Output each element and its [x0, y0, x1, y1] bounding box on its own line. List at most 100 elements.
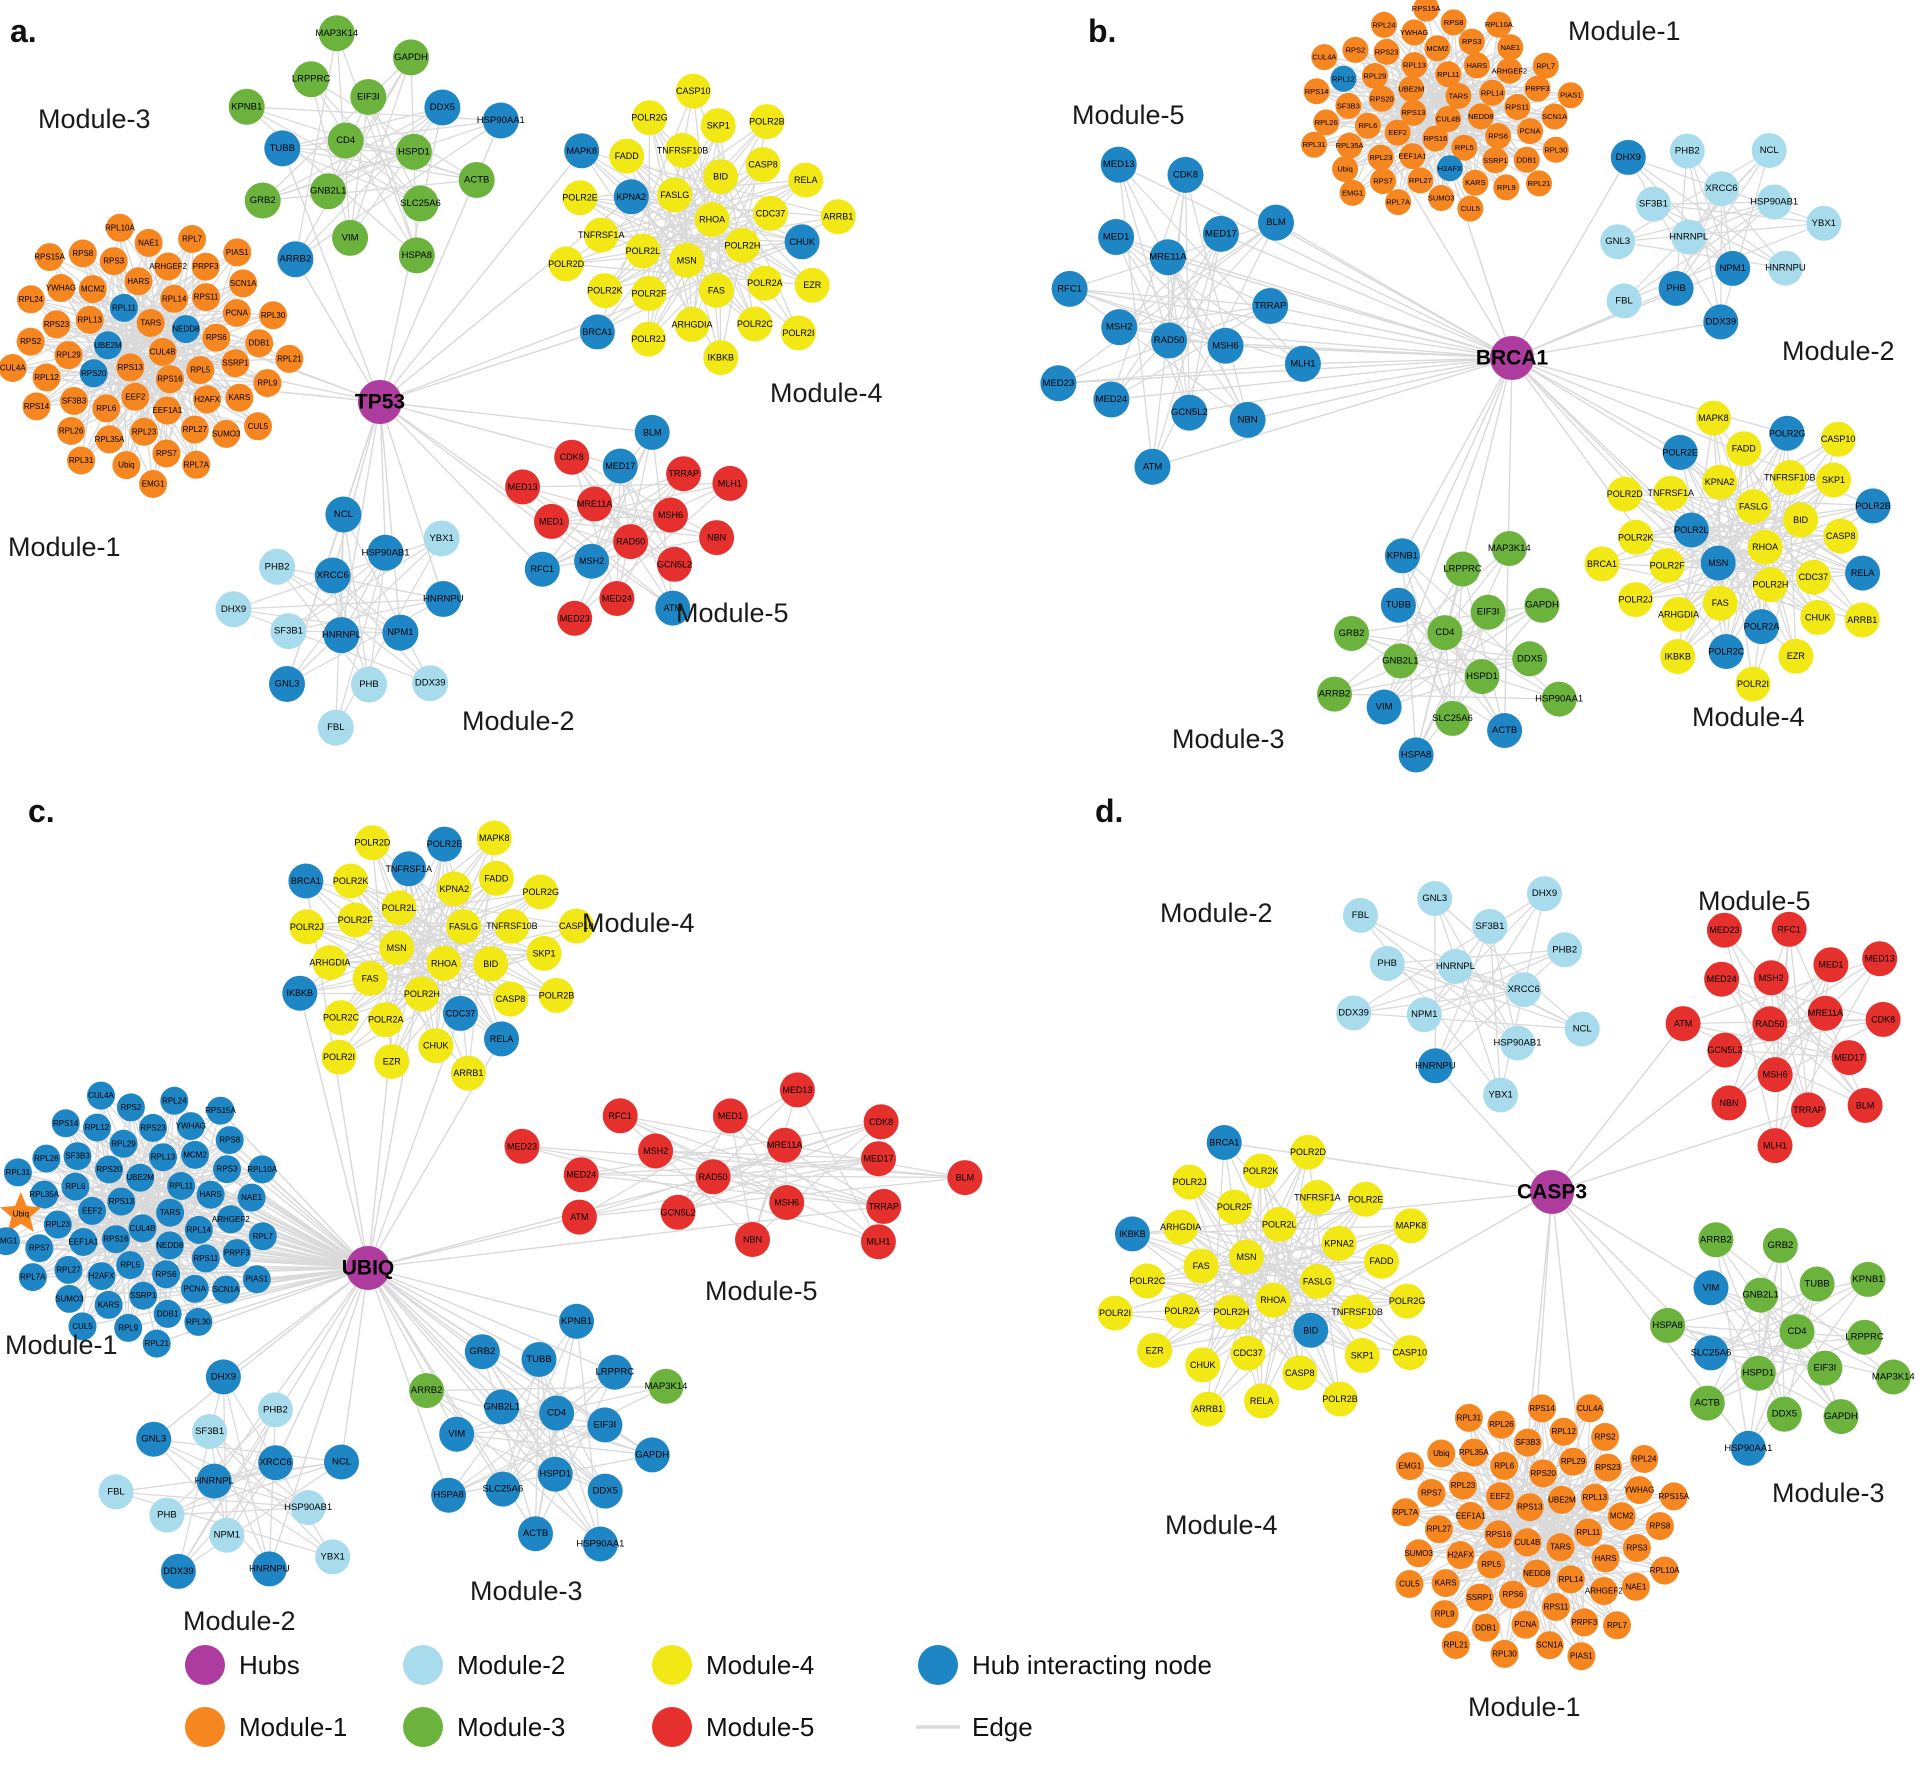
- edge: [1398, 604, 1560, 700]
- node-rps20: [95, 1155, 124, 1184]
- node-label: RPL24: [19, 295, 44, 304]
- node-arhgef2: [1496, 57, 1523, 84]
- edge: [1715, 1239, 1842, 1417]
- node-ncl: [324, 1444, 359, 1480]
- node-label: RPL23: [1369, 153, 1392, 162]
- node-fbl: [98, 1474, 134, 1510]
- node-label: XRCC6: [259, 1457, 291, 1468]
- node-hsp90ab1: [1500, 1025, 1535, 1061]
- node-polr2c: [1129, 1263, 1165, 1299]
- edge: [538, 1359, 601, 1545]
- node-rela: [1845, 555, 1881, 591]
- node-npm1: [1406, 997, 1442, 1033]
- node-ikbkb: [703, 340, 739, 376]
- edge: [1707, 1336, 1865, 1404]
- node-label: ARHGEF2: [1492, 66, 1527, 75]
- node-label: GCN5L2: [1707, 1045, 1742, 1055]
- node-label: TNFRSF10B: [1331, 1307, 1383, 1317]
- edge: [178, 1461, 342, 1572]
- node-label: RPL6: [96, 404, 117, 413]
- node-rps15a: [1659, 1482, 1688, 1511]
- edge: [1434, 949, 1566, 1067]
- edge: [1724, 1018, 1884, 1051]
- edge: [1675, 150, 1770, 289]
- node-hnrnpu: [1417, 1048, 1453, 1084]
- node-mlh1: [1757, 1128, 1793, 1164]
- node-hnrnpu: [1767, 250, 1803, 286]
- hub-edge: [294, 258, 381, 403]
- node-label: MLH1: [866, 1237, 890, 1247]
- node-label: VIM: [1376, 702, 1393, 713]
- edge: [349, 57, 412, 239]
- hub-edge: [142, 1227, 369, 1269]
- node-nedd8: [155, 1231, 184, 1260]
- node-ywhag: [1401, 19, 1428, 46]
- node-hspa8: [398, 237, 435, 274]
- edge: [166, 1461, 342, 1516]
- edge: [1260, 1170, 1301, 1373]
- node-rpl23: [130, 417, 159, 446]
- node-label: MSN: [387, 943, 407, 953]
- module-label-module-3: Module-3: [1772, 1478, 1885, 1508]
- node-label: PHB2: [1675, 146, 1700, 157]
- node-label: MSH2: [1759, 973, 1784, 983]
- node-label: Ubiq: [1337, 165, 1352, 174]
- node-label: DDX39: [1338, 1007, 1369, 1018]
- edge: [342, 514, 370, 685]
- node-label: GNL3: [1422, 893, 1447, 904]
- node-label: RPS7: [1373, 177, 1393, 186]
- node-label: TNFRSF1A: [578, 230, 625, 240]
- module-label-module-5: Module-5: [1072, 100, 1185, 130]
- node-label: RFC1: [608, 1111, 632, 1121]
- edge: [1184, 174, 1249, 421]
- node-label: RPS7: [1421, 1489, 1442, 1498]
- node-label: ARHGDIA: [671, 319, 712, 329]
- node-label: CDC37: [1233, 1348, 1263, 1358]
- node-label: RPS3: [217, 1165, 238, 1174]
- node-msh6: [769, 1185, 805, 1220]
- node-label: KPNA2: [439, 884, 469, 894]
- node-label: KARS: [98, 1300, 120, 1309]
- node-label: HSP90AB1: [361, 547, 409, 558]
- node-label: SF3B3: [65, 1152, 90, 1161]
- node-label: RELA: [794, 175, 818, 185]
- edge: [1069, 288, 1226, 347]
- node-rpl11: [167, 1172, 196, 1200]
- hub-edge: [268, 1267, 369, 1570]
- node-polr2i: [780, 315, 816, 351]
- node-rpl29: [54, 341, 83, 370]
- node-label: RPS7: [156, 449, 177, 458]
- node-label: MED1: [1818, 960, 1843, 970]
- module-label-module-1: Module-1: [5, 1330, 118, 1360]
- node-label: RPS23: [1375, 47, 1399, 56]
- node-label: NEDD8: [1468, 112, 1493, 121]
- hub-edge: [379, 331, 598, 403]
- node-polr2a: [1744, 609, 1779, 645]
- edge: [1110, 174, 1187, 400]
- node-hnrnpl: [1437, 949, 1473, 984]
- hub-edge: [367, 1205, 884, 1269]
- node-rps3: [99, 247, 128, 276]
- node-ube2m: [1547, 1485, 1576, 1514]
- node-label: NPM1: [1411, 1009, 1437, 1020]
- edge: [1715, 1239, 1785, 1415]
- node-label: HNRNPU: [249, 1563, 290, 1574]
- node-bid: [703, 159, 739, 195]
- node-emg1: [1339, 179, 1366, 206]
- node-gnl3: [269, 666, 305, 702]
- hub-label-brca1: BRCA1: [1476, 347, 1549, 370]
- node-label: NBN: [743, 1235, 762, 1245]
- node-pias1: [1567, 1642, 1596, 1671]
- node-cd4: [1779, 1314, 1815, 1350]
- node-kpnb1: [559, 1303, 595, 1339]
- node-rhoa: [1747, 529, 1783, 565]
- node-label: MAP3K14: [315, 28, 358, 39]
- node-label: RPS16: [103, 1235, 129, 1244]
- hub-edge: [367, 1267, 540, 1361]
- node-rpl7a: [18, 1263, 47, 1292]
- node-label: H2AFX: [1438, 164, 1462, 173]
- node-cdk8: [554, 439, 590, 475]
- hub-edge: [367, 1267, 558, 1414]
- hub-edge: [1511, 157, 1629, 359]
- node-med23: [557, 600, 593, 636]
